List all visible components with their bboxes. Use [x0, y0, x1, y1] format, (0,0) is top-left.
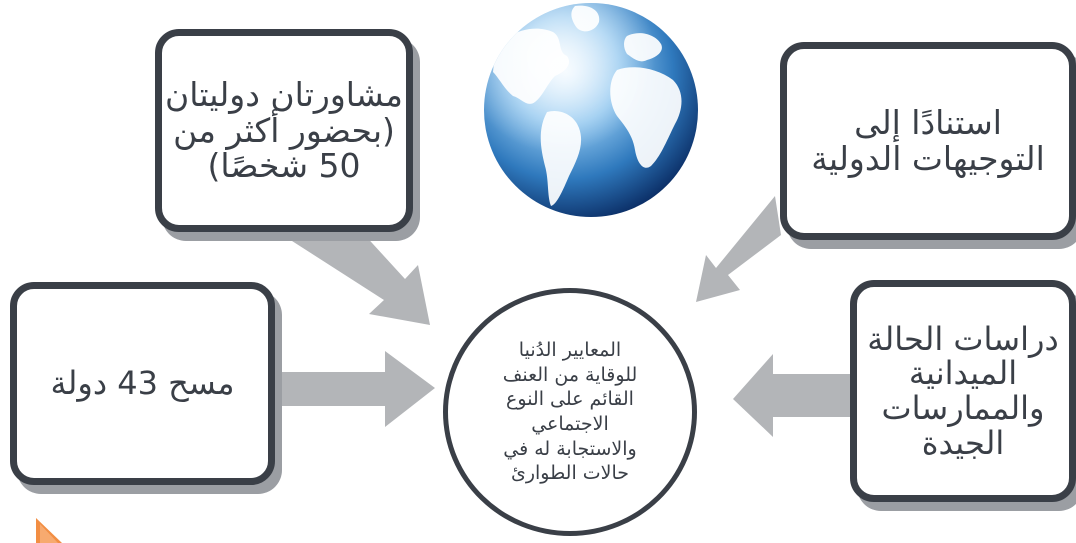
central-standards-text: المعايير الدُنيا للوقاية من العنف القائم…: [470, 338, 670, 486]
survey-box: مسح 43 دولة: [10, 282, 275, 485]
corner-accent-shape: [36, 518, 62, 543]
center-line: والاستجابة له في: [503, 437, 637, 460]
arrow-field-studies: [733, 354, 852, 437]
arrow-guidance: [696, 196, 781, 302]
arrow-consultations: [278, 232, 430, 325]
consultations-text: مشاورتان دوليتان (بحضور أكثر من 50 شخصًا…: [165, 75, 403, 186]
globe-icon: [484, 3, 698, 217]
consultations-box: مشاورتان دوليتان (بحضور أكثر من 50 شخصًا…: [155, 29, 413, 232]
survey-text: مسح 43 دولة: [50, 364, 235, 403]
field-studies-box: دراسات الحالة الميدانية والممارسات الجيد…: [850, 280, 1076, 502]
central-standards-circle: المعايير الدُنيا للوقاية من العنف القائم…: [443, 288, 697, 536]
center-line: للوقاية من العنف: [502, 363, 638, 386]
center-line: حالات الطوارئ: [510, 462, 630, 485]
center-line: المعايير الدُنيا: [518, 338, 622, 361]
center-line: الاجتماعي: [531, 413, 609, 435]
guidance-text: استنادًا إلى التوجيهات الدولية: [811, 103, 1045, 178]
guidance-box: استنادًا إلى التوجيهات الدولية: [780, 42, 1076, 240]
field-studies-text: دراسات الحالة الميدانية والممارسات الجيد…: [867, 319, 1059, 462]
center-line: القائم على النوع: [506, 388, 634, 411]
arrow-survey: [278, 351, 435, 427]
